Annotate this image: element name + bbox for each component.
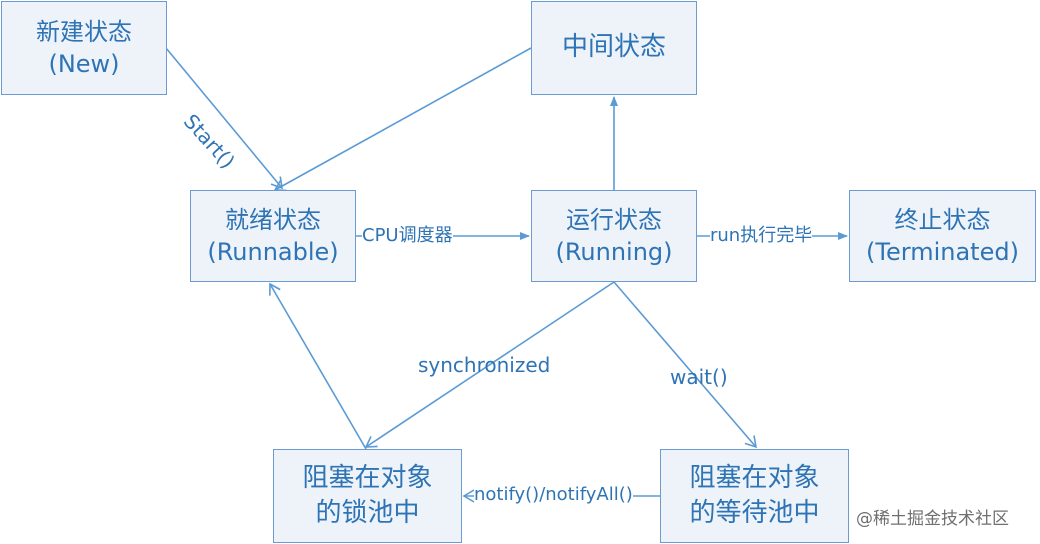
edge-label-synchronized: synchronized (418, 353, 551, 377)
edge-lock-pool-to-runnable (269, 282, 367, 450)
node-terminated-state: 终止状态 (Terminated) (849, 190, 1036, 282)
node-runnable-state-line1: 就绪状态 (225, 205, 321, 234)
edge-label-wait: wait() (670, 365, 728, 389)
node-blocked-wait-pool-line1: 阻塞在对象 (689, 462, 820, 493)
edge-new-to-runnable (165, 47, 283, 190)
node-intermediate-state-line1: 中间状态 (561, 32, 666, 63)
edge-intermediate-to-runnable (273, 47, 532, 192)
edge-label-run-finished: run执行完毕 (710, 225, 813, 246)
node-new-state-line2: (New) (48, 50, 120, 78)
watermark: @稀土掘金技术社区 (856, 504, 1009, 529)
node-runnable-state: 就绪状态 (Runnable) (190, 190, 356, 282)
edge-label-notify: notify()/notifyAll() (474, 484, 633, 505)
node-running-state: 运行状态 (Running) (531, 190, 697, 282)
edge-running-to-wait-pool (613, 281, 758, 449)
edge-label-cpu-scheduler: CPU调度器 (362, 225, 453, 246)
edge-running-to-lock-pool (364, 281, 615, 448)
node-blocked-lock-pool: 阻塞在对象 的锁池中 (273, 449, 462, 543)
node-running-state-line2: (Running) (555, 238, 673, 266)
node-new-state: 新建状态 (New) (1, 1, 167, 95)
node-terminated-state-line1: 终止状态 (894, 205, 991, 234)
node-running-state-line1: 运行状态 (566, 205, 662, 234)
node-blocked-lock-pool-line1: 阻塞在对象 (302, 462, 433, 493)
node-runnable-state-line2: (Runnable) (207, 238, 339, 266)
node-terminated-state-line2: (Terminated) (866, 238, 1019, 266)
node-blocked-wait-pool: 阻塞在对象 的等待池中 (660, 449, 849, 543)
node-intermediate-state: 中间状态 (531, 1, 697, 95)
node-blocked-lock-pool-line2: 的锁池中 (315, 498, 420, 528)
node-blocked-wait-pool-line2: 的等待池中 (689, 498, 820, 528)
node-new-state-line1: 新建状态 (36, 17, 132, 46)
